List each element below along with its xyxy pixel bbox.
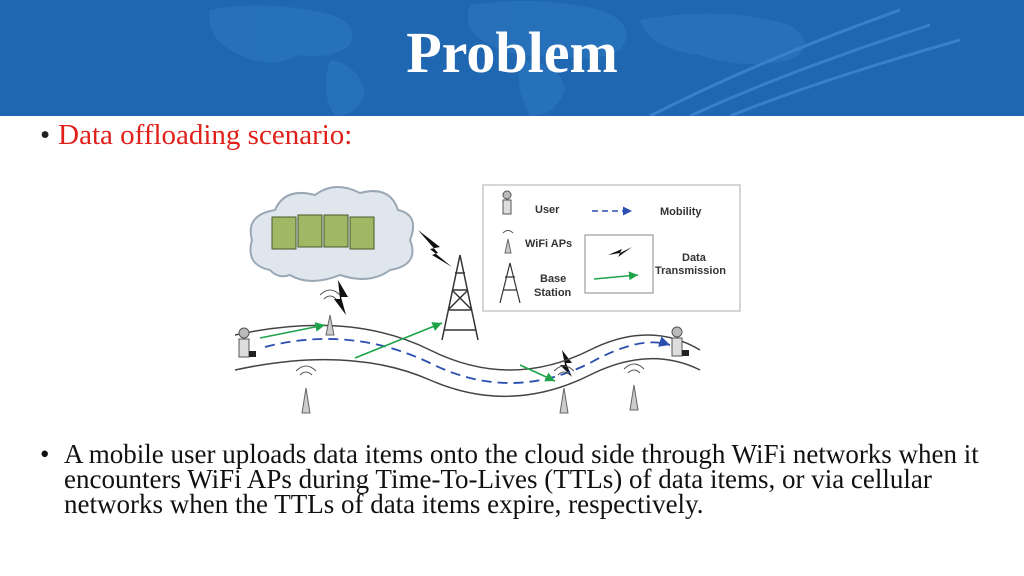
server-icon [271,214,375,250]
lightning-icon [608,247,632,257]
transmission-arrow [259,322,326,339]
legend-mobility-label: Mobility [660,206,702,218]
lightning-icon [418,230,452,267]
user-icon [238,327,256,358]
bullet-text: Data offloading scenario: [58,119,353,151]
road [234,324,701,397]
legend-user-label: User [535,204,560,216]
legend-data-label: Data [682,252,707,264]
user-icon [671,326,689,357]
lightning-icon [560,350,572,377]
wifi-ap-icon [623,363,645,411]
mobility-path [264,336,671,384]
base-station-icon [441,254,479,341]
world-map-watermark [209,1,961,116]
legend-station-label: Station [534,287,572,299]
title-banner: Problem [0,0,1024,116]
page-title: Problem [406,20,618,85]
diagram-legend: User Mobility WiFi APs Data Transmission… [482,184,741,312]
bullet-text: A mobile user uploads data items onto th… [64,439,979,519]
legend-transmission-label: Transmission [655,265,726,277]
transmission-arrow [354,322,443,359]
wifi-ap-icon [502,230,514,254]
bullet-data-offloading: •Data offloading scenario: [40,118,352,152]
lightning-icon [334,280,348,315]
bullet-dot: • [40,439,50,469]
offloading-diagram: User Mobility WiFi APs Data Transmission… [234,184,741,414]
cloud-icon [249,186,414,282]
base-station-icon [499,262,521,304]
wifi-ap-icon [553,365,575,414]
legend-base-label: Base [540,273,566,285]
wifi-ap-icon [295,365,317,414]
user-icon [502,190,512,215]
wifi-ap-icon [319,289,341,336]
legend-wifi-label: WiFi APs [525,238,572,250]
bullet-dot: • [40,119,51,151]
transmission-arrow [519,364,556,382]
